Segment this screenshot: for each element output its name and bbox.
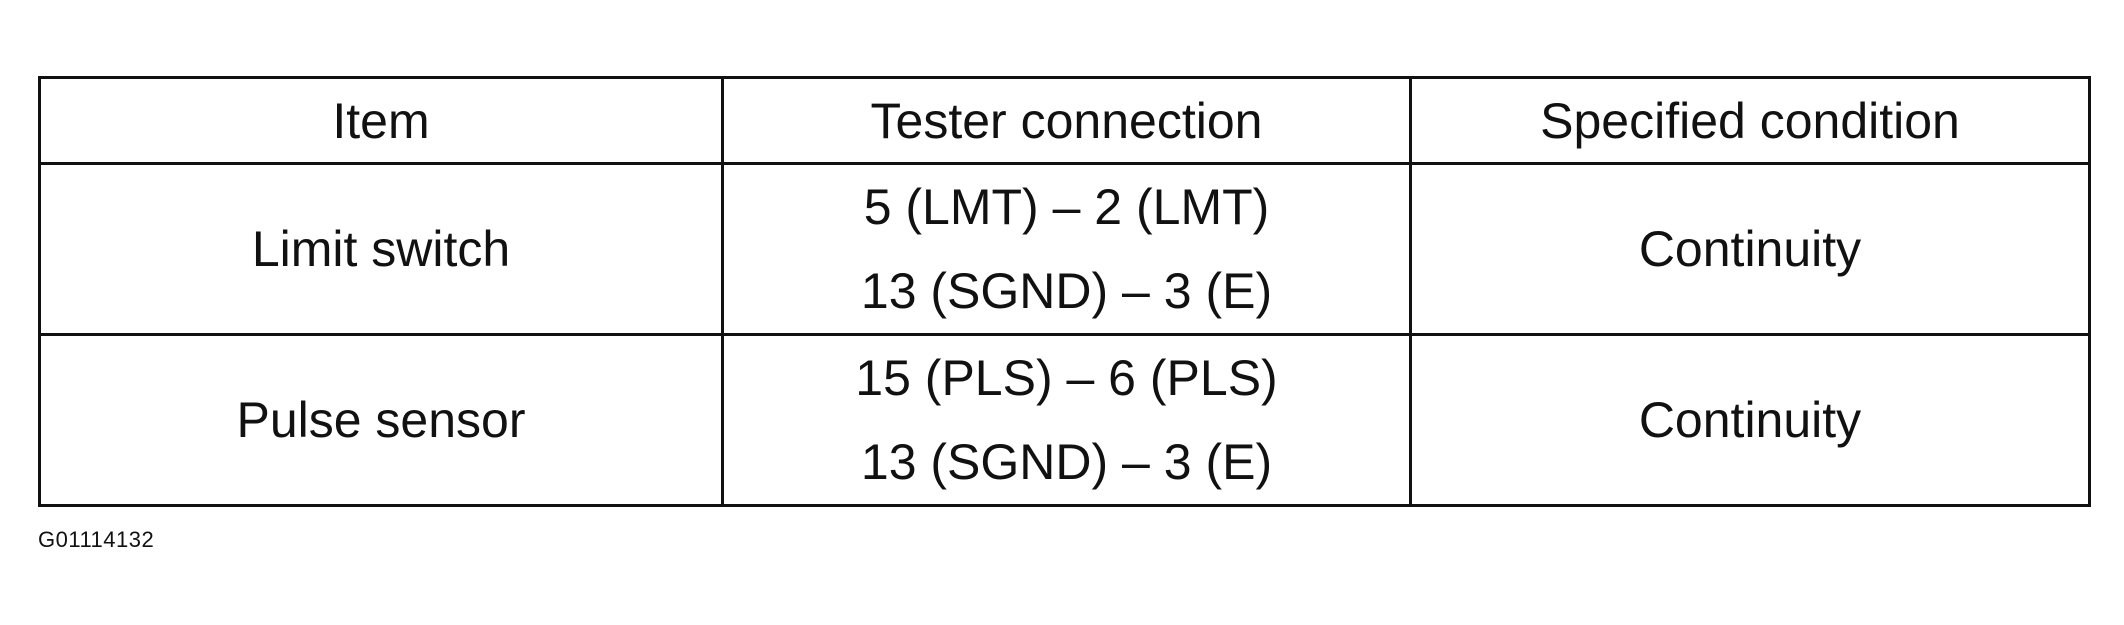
connection-line: 13 (SGND) – 3 (E) [860,434,1273,490]
row-condition: Continuity [1409,333,2091,507]
specification-table: Item Tester connection Specified conditi… [38,76,2091,507]
table-row: Pulse sensor 15 (PLS) – 6 (PLS) 13 (SGND… [38,333,2091,507]
row-item-pulse-sensor: Pulse sensor [38,333,724,507]
table-header-row: Item Tester connection Specified conditi… [38,76,2091,165]
row-connections: 5 (LMT) – 2 (LMT) 13 (SGND) – 3 (E) [721,162,1412,336]
row-item-limit-switch: Limit switch [38,162,724,336]
table-row: Limit switch 5 (LMT) – 2 (LMT) 13 (SGND)… [38,162,2091,336]
connection-line: 13 (SGND) – 3 (E) [860,263,1273,319]
header-item: Item [38,76,724,165]
connection-line: 15 (PLS) – 6 (PLS) [855,350,1278,406]
header-specified-condition: Specified condition [1409,76,2091,165]
row-connections: 15 (PLS) – 6 (PLS) 13 (SGND) – 3 (E) [721,333,1412,507]
header-tester-connection: Tester connection [721,76,1412,165]
connection-line: 5 (LMT) – 2 (LMT) [863,179,1270,235]
row-condition: Continuity [1409,162,2091,336]
figure-id: G01114132 [38,527,155,552]
